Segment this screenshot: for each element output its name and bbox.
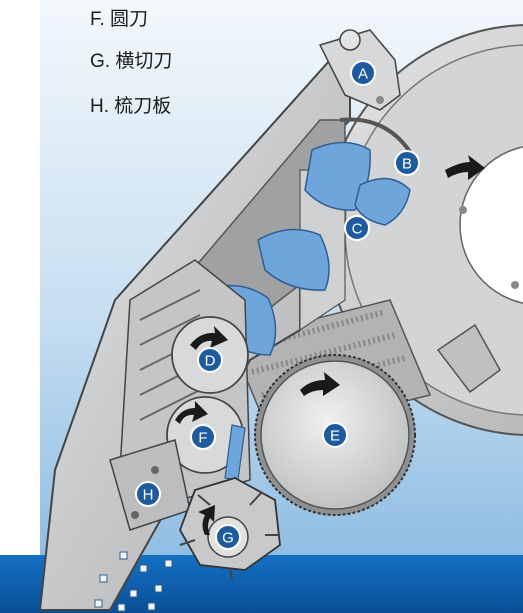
- callout-F: F: [190, 424, 216, 450]
- legend-item-h: H. 梳刀板: [90, 96, 172, 117]
- curved-arrow-icon: [175, 401, 208, 424]
- callout-label: B: [402, 156, 412, 173]
- callout-E: E: [322, 422, 348, 448]
- callout-G: G: [215, 524, 241, 550]
- legend-item-f: F. 圆刀: [90, 9, 149, 30]
- callout-label: C: [352, 221, 363, 238]
- curved-arrow-icon: [198, 505, 215, 535]
- callout-label: G: [222, 530, 234, 547]
- rotation-arrows: [175, 155, 485, 535]
- curved-arrow-icon: [300, 372, 340, 396]
- callout-label: D: [205, 353, 216, 370]
- callout-D: D: [197, 347, 223, 373]
- diced-output: [94, 551, 173, 612]
- callout-label: E: [330, 428, 340, 445]
- callout-A: A: [350, 60, 376, 86]
- left-margin-panel: [0, 0, 40, 613]
- callout-label: H: [143, 487, 154, 504]
- callout-C: C: [344, 215, 370, 241]
- curved-arrow-icon: [445, 155, 485, 180]
- callout-H: H: [135, 481, 161, 507]
- callout-label: A: [358, 66, 368, 83]
- legend-item-g: G. 横切刀: [90, 51, 173, 72]
- curved-arrow-icon: [190, 326, 228, 350]
- callout-label: F: [198, 430, 207, 447]
- callout-B: B: [394, 150, 420, 176]
